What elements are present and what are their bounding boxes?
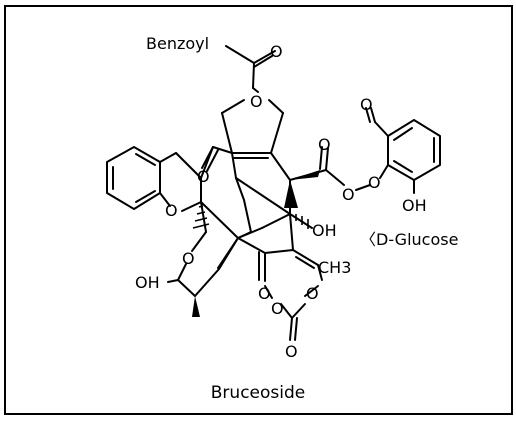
label-o-thf: O (182, 249, 195, 268)
label-o-aldehyde: O (360, 95, 373, 114)
label-o-lactone-left: O (258, 284, 271, 303)
label-oh-tertiary: OH (312, 221, 337, 240)
label-o-ester-carbonyl: O (270, 42, 283, 61)
label-d-glucose: 〈D-Glucose (360, 230, 458, 249)
label-o-peroxide-1: O (342, 185, 355, 204)
label-o-ester-c: O (318, 135, 331, 154)
label-o-peroxide-2: O (368, 173, 381, 192)
label-o-chromane: O (165, 201, 178, 220)
label-o-lactone-bottom: O (285, 342, 298, 361)
atom-labels: Benzoyl O O O O O O O OH 〈D-Glucose OH O… (135, 34, 458, 361)
stereo-bonds (192, 170, 320, 317)
bond-lines (106, 45, 441, 341)
label-benzoyl: Benzoyl (146, 34, 209, 53)
label-o-ring-top: O (250, 92, 263, 111)
label-ch3: CH3 (318, 258, 351, 277)
figure-border (4, 5, 513, 415)
compound-name: Bruceoside (211, 383, 305, 403)
label-oh-phenol: OH (402, 196, 427, 215)
label-oh-side: OH (135, 273, 160, 292)
label-o-ketone: O (197, 167, 210, 186)
label-o-lactone-mid: O (271, 299, 284, 318)
label-o-lactone-right: O (306, 284, 319, 303)
